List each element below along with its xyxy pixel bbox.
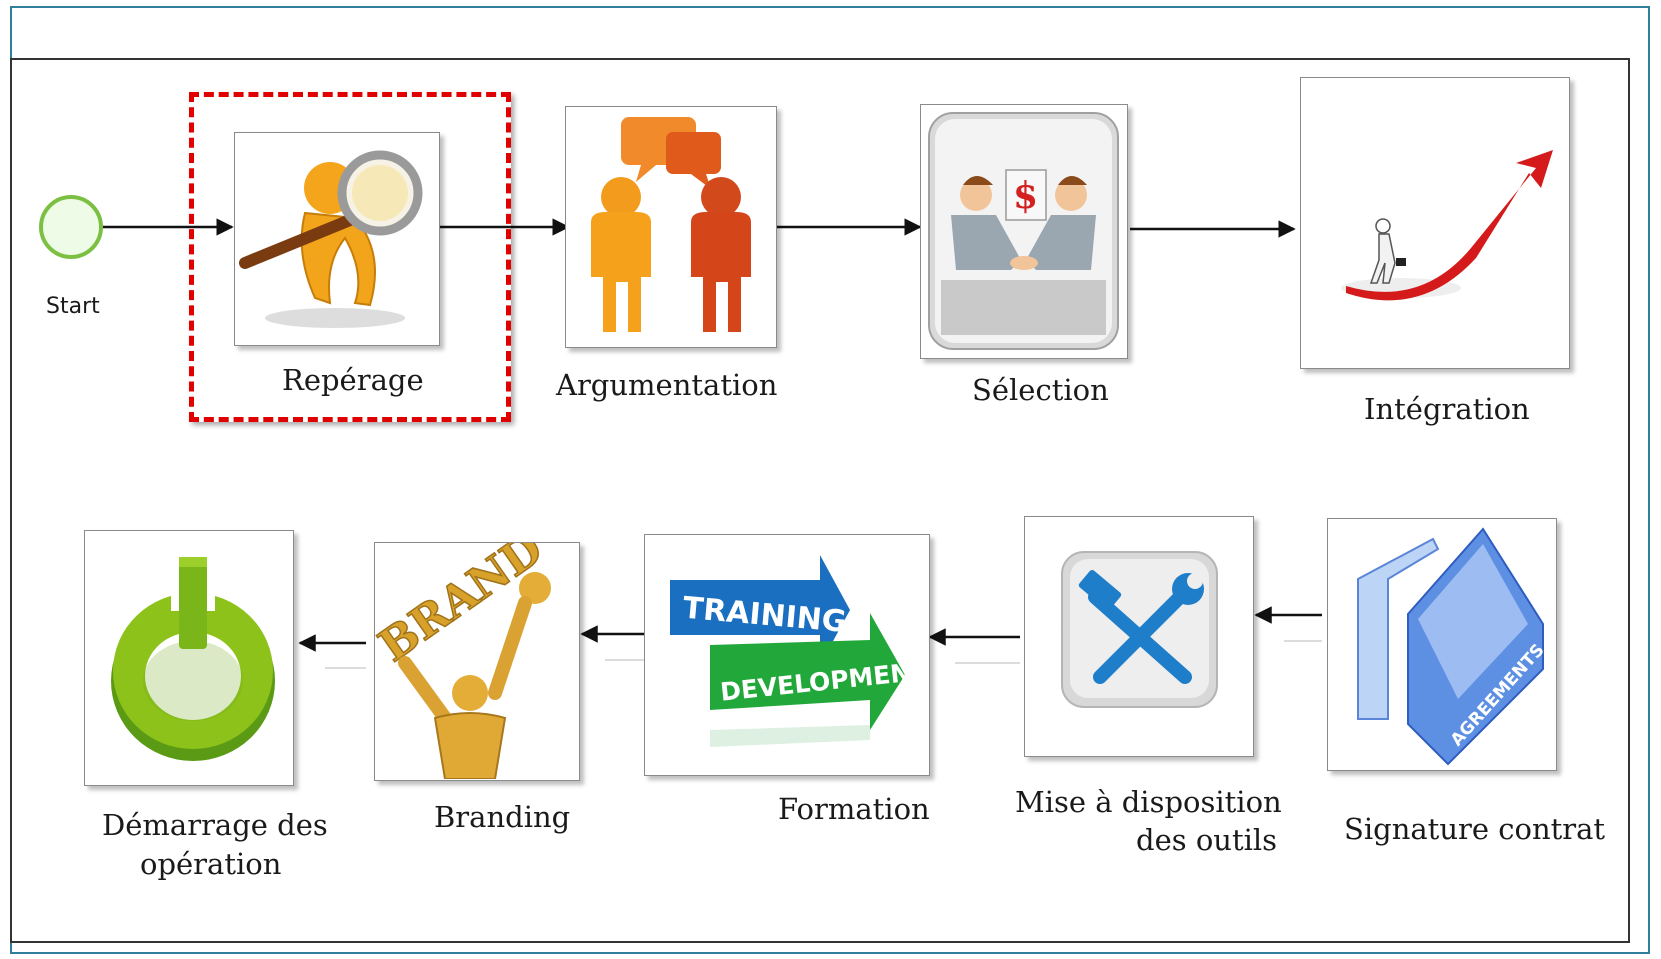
step-formation[interactable]: TRAINING DEVELOPMENT: [644, 534, 930, 776]
label-demarrage-line2: opération: [140, 847, 282, 881]
label-mise-a-disposition-line2: des outils: [1136, 823, 1278, 857]
tools-icon: [1061, 551, 1218, 708]
step-demarrage[interactable]: [84, 530, 294, 786]
training-development-icon: TRAINING DEVELOPMENT: [670, 555, 930, 747]
label-reperage: Repérage: [282, 363, 424, 397]
diagram-border: [10, 58, 1630, 943]
step-argumentation[interactable]: [565, 106, 777, 348]
label-formation: Formation: [778, 792, 930, 826]
label-mise-a-disposition-line1: Mise à disposition: [1015, 785, 1282, 819]
power-button-icon: [111, 557, 275, 761]
label-argumentation: Argumentation: [556, 368, 778, 402]
step-selection[interactable]: $: [920, 104, 1128, 359]
dollar-sign: $: [1013, 175, 1038, 217]
label-integration: Intégration: [1364, 392, 1530, 426]
label-demarrage-line1: Démarrage des: [102, 808, 328, 842]
step-mise-a-disposition[interactable]: [1024, 516, 1254, 757]
label-branding: Branding: [434, 800, 571, 834]
step-integration[interactable]: [1300, 77, 1570, 369]
growth-arrow-icon: [1341, 150, 1553, 301]
step-reperage[interactable]: [234, 132, 440, 346]
agreements-folder-icon: AGREEMENTS: [1357, 527, 1549, 766]
label-selection: Sélection: [972, 373, 1109, 407]
discussion-people-icon: [591, 117, 751, 332]
brand-figure-icon: BRAND: [369, 523, 553, 780]
start-event-icon: [39, 195, 103, 259]
start-label: Start: [46, 294, 100, 319]
highlight-dashed-frame: [189, 92, 511, 422]
step-branding[interactable]: BRAND: [369, 523, 580, 781]
label-signature-contrat: Signature contrat: [1344, 812, 1606, 846]
negotiation-handshake-icon: $: [928, 112, 1119, 350]
step-signature-contrat[interactable]: AGREEMENTS: [1327, 518, 1557, 771]
magnifier-figure-icon: [239, 150, 423, 328]
